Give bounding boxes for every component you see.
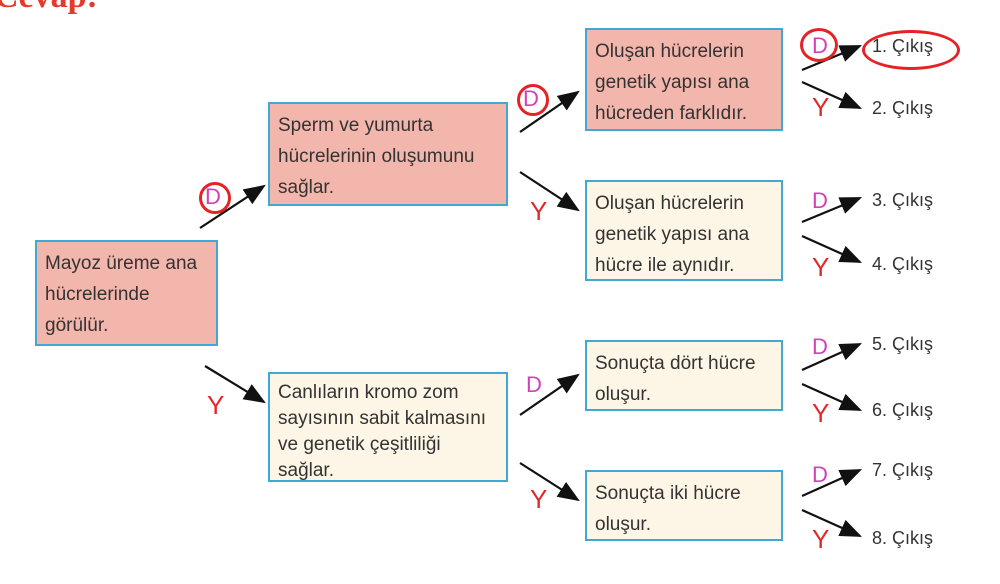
output-5: 5. Çıkış <box>872 334 934 354</box>
highlight-circle <box>199 182 231 214</box>
box-genetic-different: Oluşan hücrelerin genetik yapısı ana hüc… <box>585 28 783 131</box>
output-2: 2. Çıkış <box>872 98 934 118</box>
label-no: Y <box>812 252 830 282</box>
label-no: Y <box>530 484 548 514</box>
highlight-circle <box>800 28 838 62</box>
label-no: Y <box>812 398 830 428</box>
box-genetic-same: Oluşan hücrelerin genetik yapısı ana hüc… <box>585 180 783 281</box>
output-3: 3. Çıkış <box>872 190 934 210</box>
highlight-circle <box>517 84 549 116</box>
selected-output-circle <box>862 30 960 70</box>
label-no: Y <box>530 196 548 226</box>
label-no: Y <box>812 524 830 554</box>
label-yes: D <box>526 372 542 397</box>
answer-title: Cevap: <box>0 0 98 16</box>
label-no: Y <box>207 390 225 420</box>
box-two-cells: Sonuçta iki hücre oluşur. <box>585 470 783 541</box>
output-7: 7. Çıkış <box>872 460 934 480</box>
box-chromosome: Canlıların kromo zom sayısının sabit kal… <box>268 372 508 482</box>
label-no: Y <box>812 92 830 122</box>
label-yes: D <box>812 462 828 487</box>
box-sperm: Sperm ve yumurta hücrelerinin oluşumunu … <box>268 102 508 206</box>
box-four-cells: Sonuçta dört hücre oluşur. <box>585 340 783 411</box>
label-yes: D <box>812 188 828 213</box>
root-box: Mayoz üreme ana hücrelerinde görülür. <box>35 240 218 346</box>
label-yes: D <box>812 334 828 359</box>
output-4: 4. Çıkış <box>872 254 934 274</box>
output-6: 6. Çıkış <box>872 400 934 420</box>
output-8: 8. Çıkış <box>872 528 934 548</box>
